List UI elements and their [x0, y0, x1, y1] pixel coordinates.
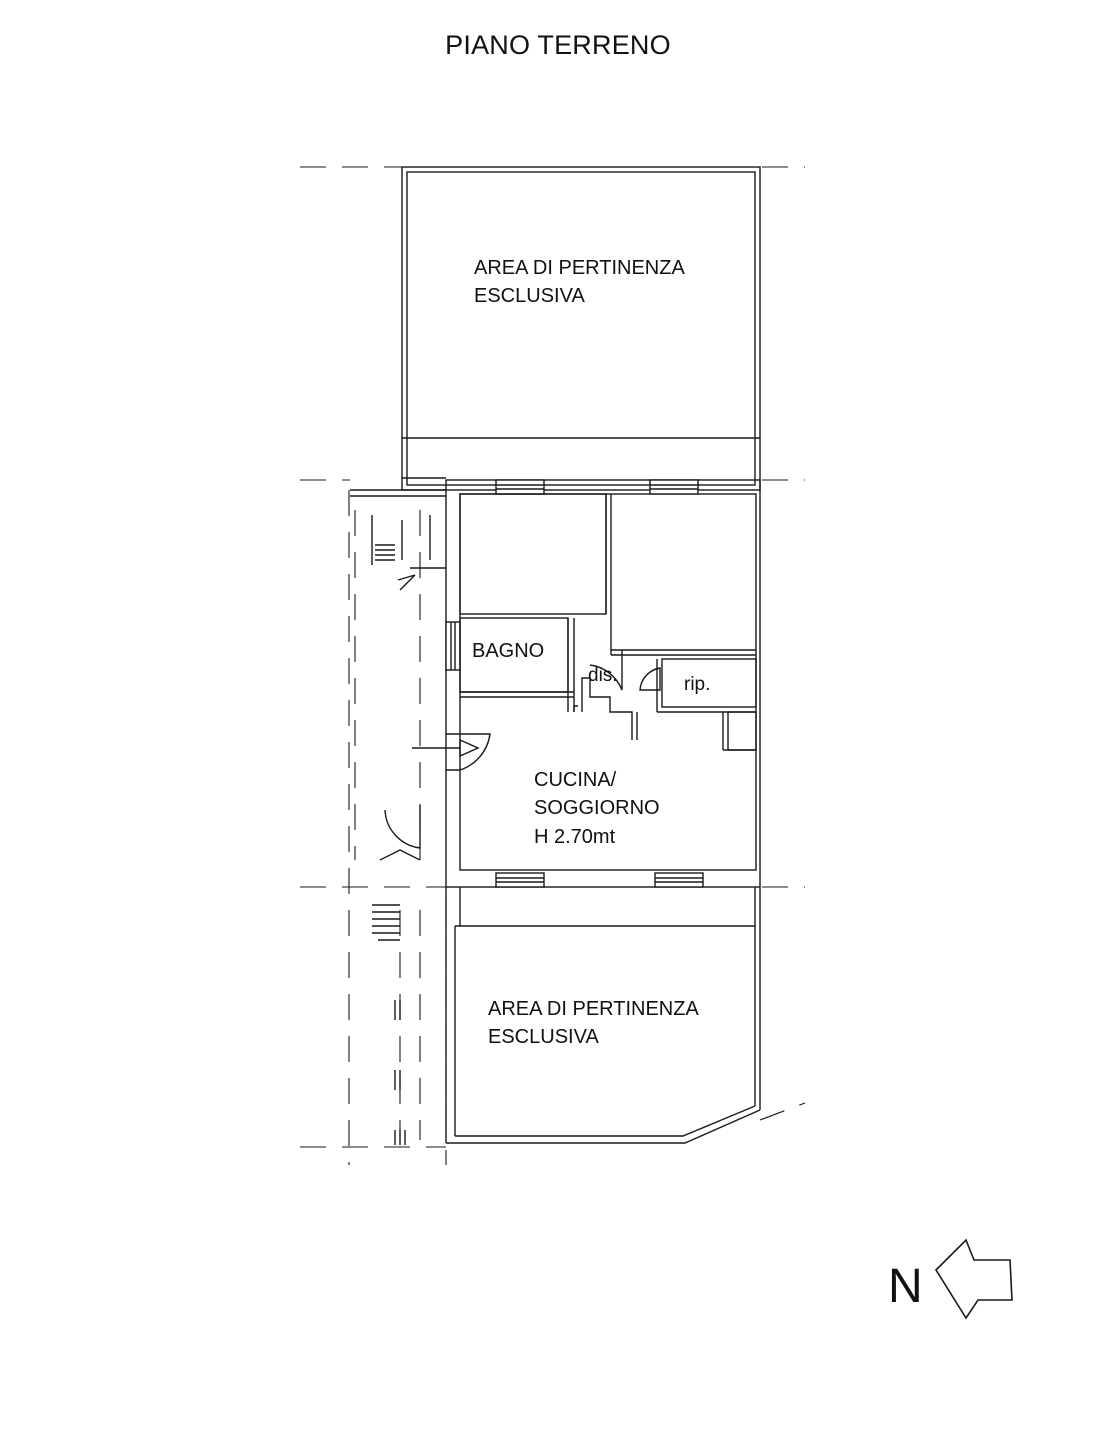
doors [379, 650, 661, 861]
interior-partitions [459, 493, 757, 751]
bagno-label: BAGNO [472, 640, 544, 662]
cucina-label-line2: SOGGIORNO [534, 797, 660, 819]
area-top-outline [350, 166, 761, 497]
area-bottom-label-line2: ESCLUSIVA [488, 1026, 599, 1048]
cucina-label-line3: H 2.70mt [534, 826, 616, 848]
dis-label: dis. [588, 665, 618, 686]
plan-title: PIANO TERRENO [445, 30, 671, 60]
room-labels: AREA DI PERTINENZA ESCLUSIVA BAGNO dis. … [472, 257, 923, 1313]
area-top-label-line1: AREA DI PERTINENZA [474, 257, 685, 279]
area-bottom-outline [445, 887, 761, 1144]
external-stairs [371, 515, 446, 1145]
area-bottom-label-line1: AREA DI PERTINENZA [488, 998, 699, 1020]
area-top-label-line2: ESCLUSIVA [474, 285, 585, 307]
rip-label: rip. [684, 674, 710, 695]
north-label: N [888, 1260, 923, 1313]
cucina-label-line1: CUCINA/ [534, 769, 617, 791]
windows [445, 479, 704, 888]
north-arrow-icon [934, 1238, 1013, 1320]
